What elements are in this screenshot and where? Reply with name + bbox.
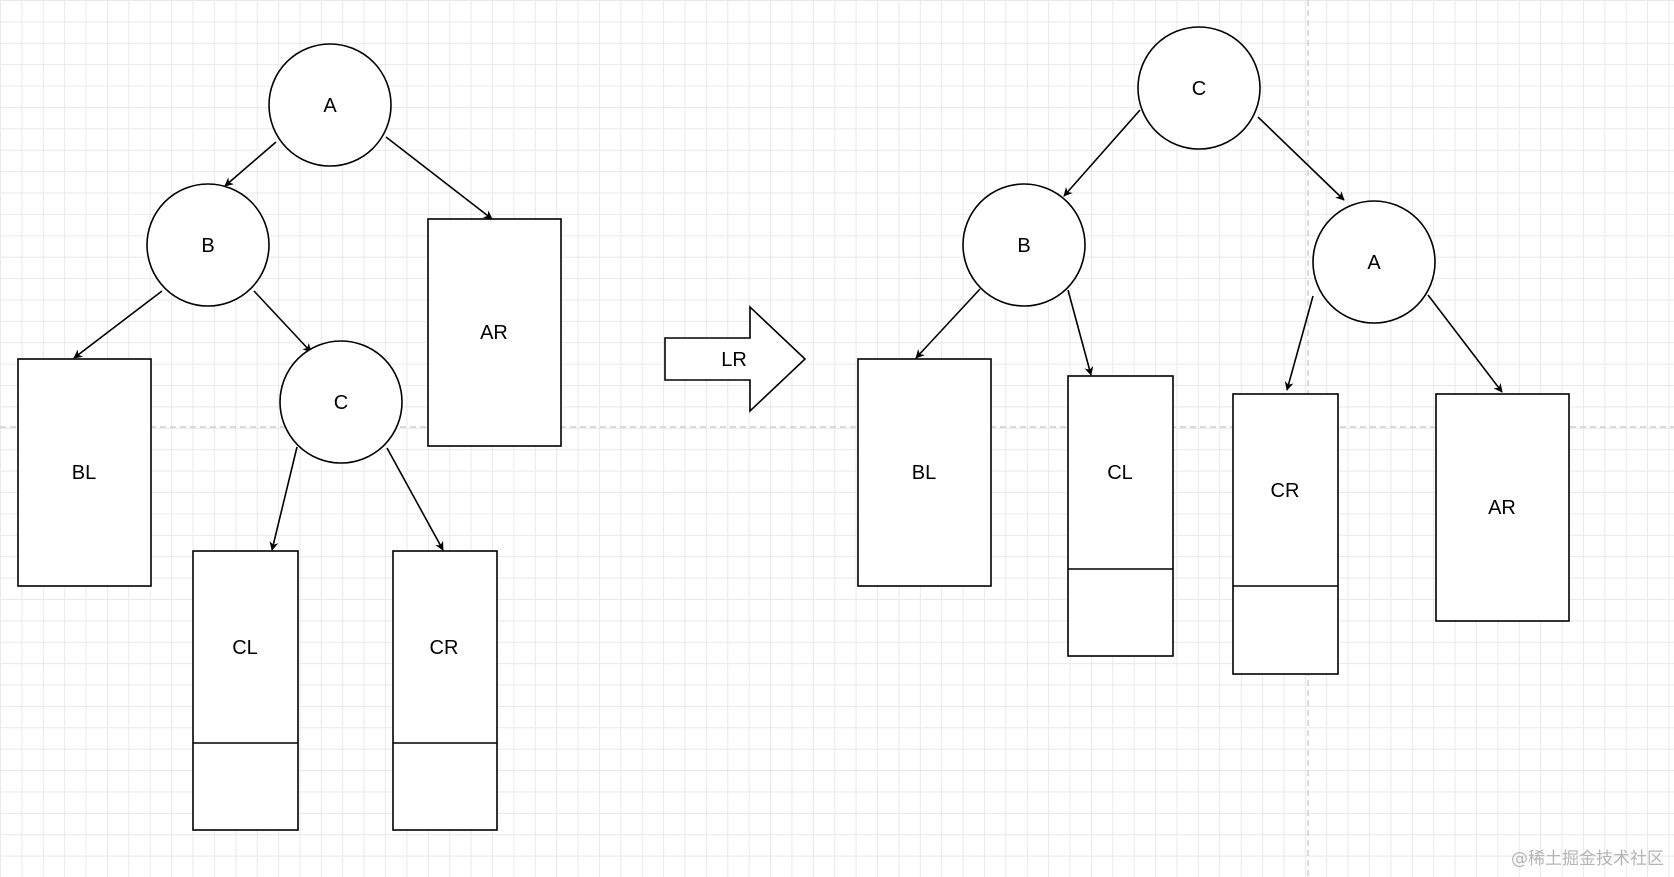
box-ar-label: AR	[480, 322, 508, 344]
node-a[interactable]: A	[1312, 200, 1436, 324]
node-b[interactable]: B	[146, 183, 270, 307]
box-bl-label: BL	[72, 462, 96, 484]
node-c-label: C	[334, 392, 348, 414]
right-tree: C B A BL CL CR AR	[857, 26, 1570, 675]
node-c[interactable]: C	[1137, 26, 1261, 150]
edge-b-to-cl	[1067, 289, 1094, 376]
box-cr-label: CR	[430, 637, 459, 659]
edge-a-to-cr	[1284, 295, 1314, 391]
edge-b-to-bl	[73, 290, 163, 359]
edge-b-to-c	[253, 290, 312, 353]
box-cl[interactable]: CL	[192, 550, 299, 831]
box-cr[interactable]: CR	[1232, 393, 1339, 675]
edge-c-to-b	[1063, 109, 1141, 197]
node-b-label: B	[201, 235, 214, 257]
edge-a-to-ar	[385, 136, 493, 220]
edge-c-to-a	[1257, 116, 1345, 201]
edge-b-to-bl	[915, 288, 981, 359]
rotation-arrow[interactable]: LR	[664, 305, 807, 413]
node-a-label: A	[323, 95, 337, 117]
box-bl[interactable]: BL	[857, 358, 992, 587]
node-a-label: A	[1367, 252, 1381, 274]
node-c-label: C	[1192, 78, 1206, 100]
box-cl-label: CL	[232, 637, 258, 659]
box-cr-label: CR	[1271, 480, 1300, 502]
node-c[interactable]: C	[279, 340, 403, 464]
edge-c-to-cl	[269, 446, 298, 551]
box-ar-label: AR	[1488, 497, 1516, 519]
node-a[interactable]: A	[268, 43, 392, 167]
left-tree: A B C BL AR CL CR	[17, 43, 562, 831]
box-cl[interactable]: CL	[1067, 375, 1174, 657]
edge-c-to-cr	[386, 447, 444, 551]
rotation-arrow-label: LR	[721, 349, 747, 371]
watermark: @稀土掘金技术社区	[1511, 849, 1664, 869]
box-ar[interactable]: AR	[427, 218, 562, 447]
box-cr[interactable]: CR	[392, 550, 498, 831]
box-ar[interactable]: AR	[1435, 393, 1570, 622]
box-bl[interactable]: BL	[17, 358, 152, 587]
edge-a-to-ar	[1427, 294, 1503, 393]
node-b-label: B	[1017, 235, 1030, 257]
node-b[interactable]: B	[962, 183, 1086, 307]
box-cl-label: CL	[1107, 462, 1133, 484]
edge-a-to-b	[224, 141, 277, 187]
box-bl-label: BL	[912, 462, 936, 484]
